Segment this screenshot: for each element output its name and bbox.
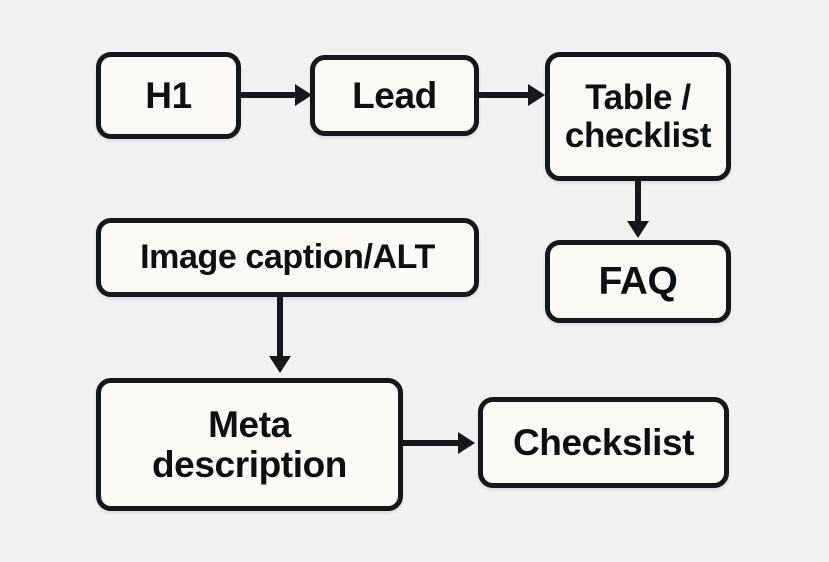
arrow-head-down-icon (269, 356, 291, 373)
arrow-head-right-icon (458, 432, 475, 454)
node-image-caption-alt[interactable]: Image caption/ALT (96, 218, 479, 297)
node-lead[interactable]: Lead (310, 55, 479, 136)
node-checkslist[interactable]: Checkslist (478, 397, 729, 488)
edge-line (635, 181, 641, 224)
node-h1[interactable]: H1 (96, 52, 241, 139)
edge-line (479, 92, 531, 98)
arrow-head-right-icon (528, 84, 545, 106)
node-meta-description[interactable]: Meta description (96, 378, 403, 511)
arrow-head-down-icon (627, 221, 649, 238)
arrow-head-right-icon (295, 84, 312, 106)
edge-line (241, 92, 298, 98)
node-faq[interactable]: FAQ (545, 240, 731, 323)
node-table-checklist[interactable]: Table / checklist (545, 52, 731, 181)
edge-line (277, 297, 283, 359)
edge-line (403, 440, 461, 446)
